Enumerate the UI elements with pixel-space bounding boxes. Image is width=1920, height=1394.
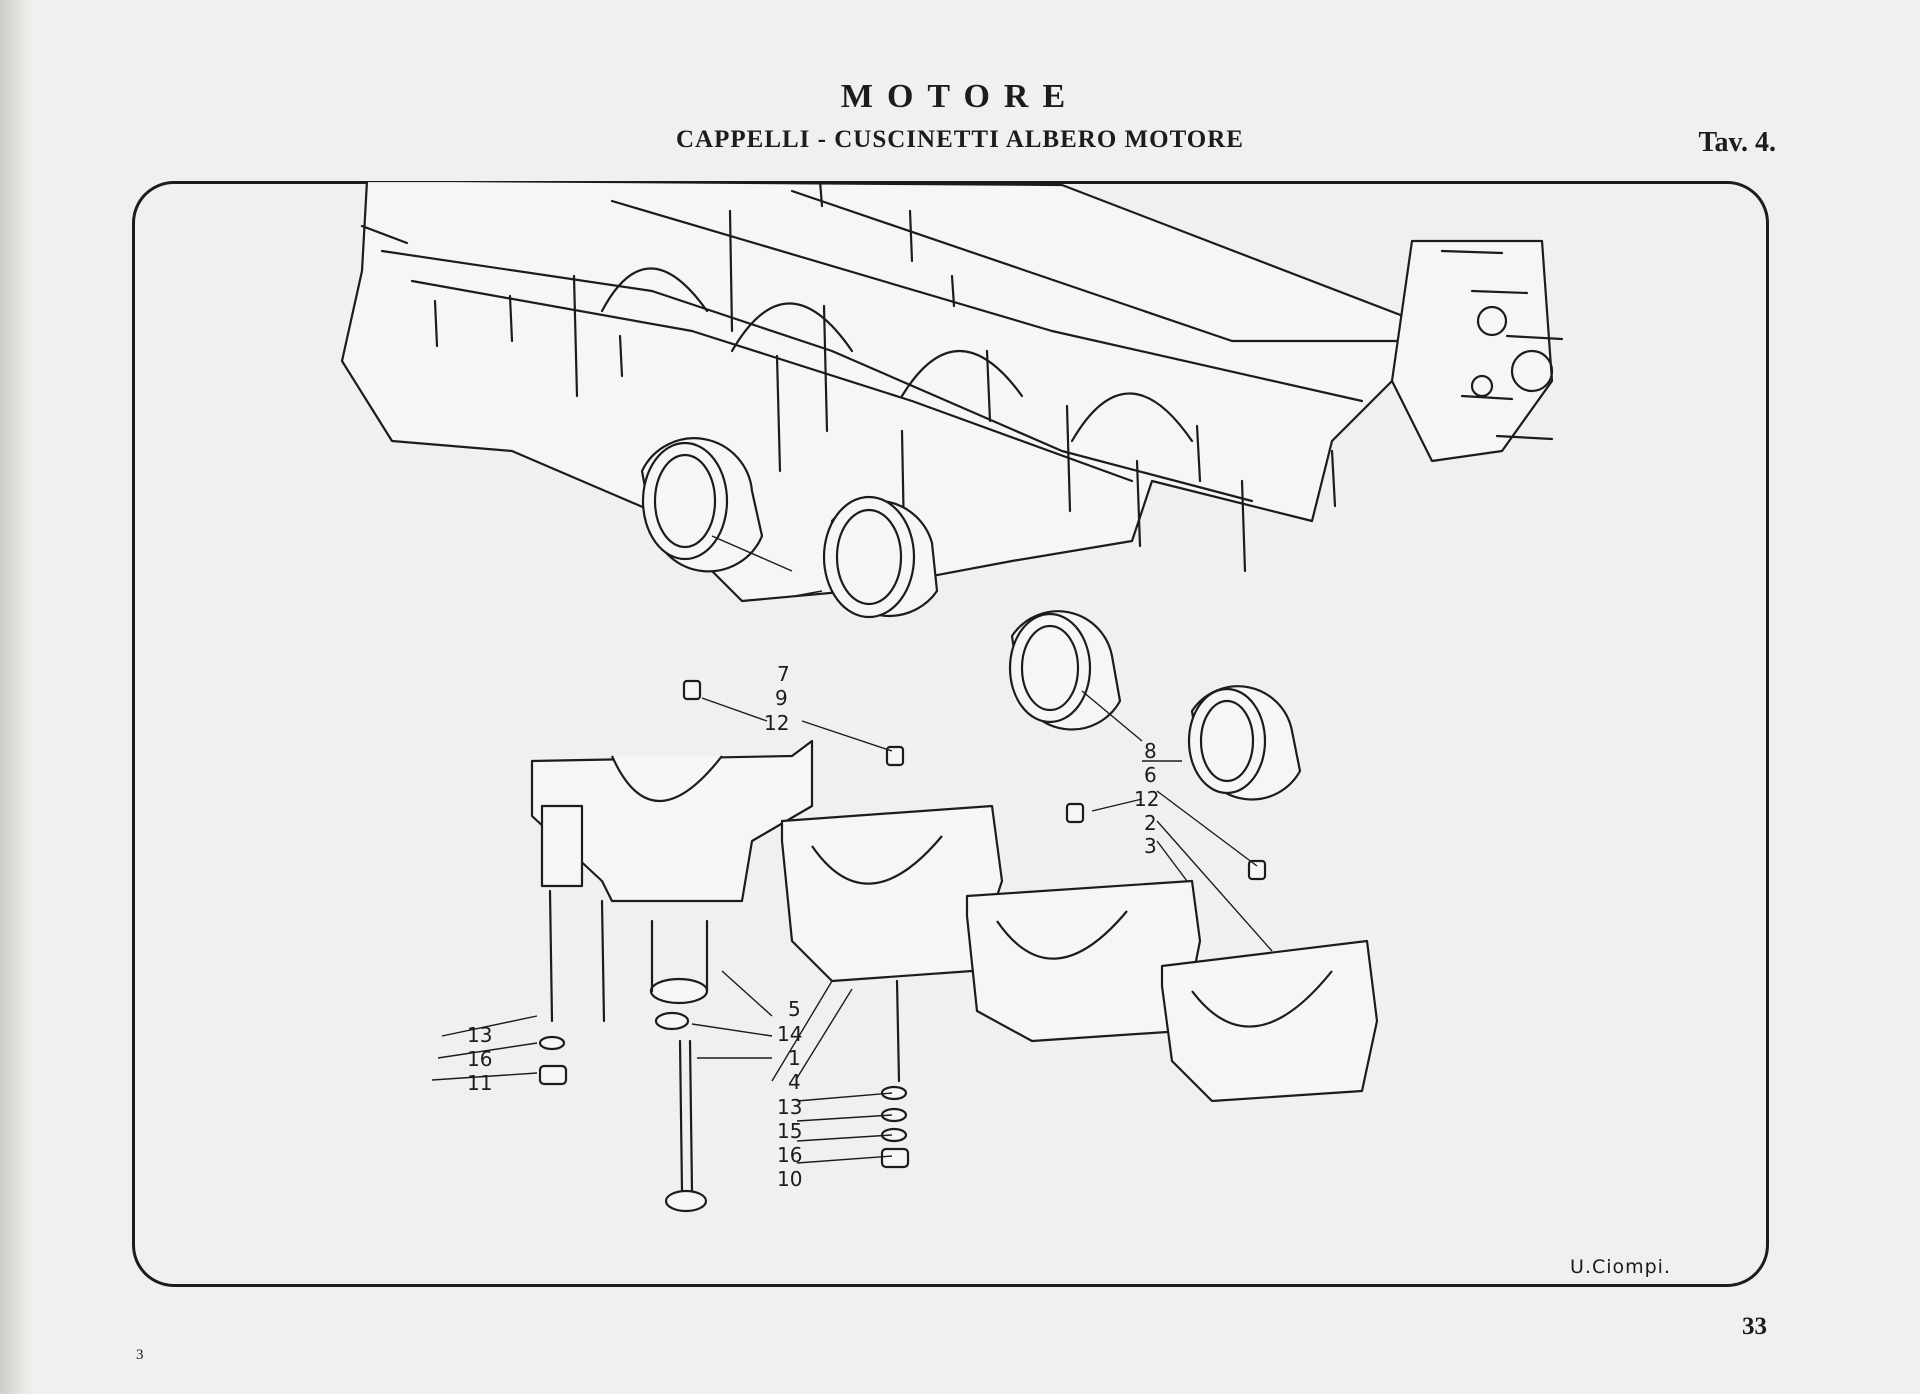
page-subtitle: CAPPELLI - CUSCINETTI ALBERO MOTORE <box>676 126 1244 153</box>
page-number: 33 <box>1742 1313 1767 1340</box>
callout-9: 9 <box>775 686 788 710</box>
illustration-frame <box>132 181 1769 1287</box>
bearing-shell-7 <box>640 437 764 573</box>
callout-6: 6 <box>1144 763 1157 787</box>
nut <box>880 1147 910 1169</box>
callout-13: 13 <box>777 1095 802 1119</box>
bearing-cap-rear <box>1160 939 1379 1103</box>
callout-16: 16 <box>467 1047 492 1071</box>
leader-lines <box>431 535 1273 1164</box>
bearing-cap-2 <box>780 804 1004 983</box>
callout-7: 7 <box>777 662 790 686</box>
plate-number: Tav. 4. <box>1698 127 1776 158</box>
bearing-shell-6 <box>1187 685 1302 801</box>
callout-2: 2 <box>1144 811 1157 835</box>
callout-4: 4 <box>788 1070 801 1094</box>
callout-labels: 7 9 12 8 6 12 2 3 13 16 11 5 14 1 4 13 1… <box>467 662 1159 1191</box>
binding-gutter <box>0 0 34 1394</box>
callout-10: 10 <box>777 1167 802 1191</box>
callout-13: 13 <box>467 1023 492 1047</box>
callout-5: 5 <box>788 997 801 1021</box>
bearing-shell-8 <box>1008 610 1122 731</box>
long-bolt <box>664 1039 708 1213</box>
washer <box>880 1085 908 1101</box>
dowel-bush <box>885 745 905 767</box>
callout-15: 15 <box>777 1119 802 1143</box>
callout-12: 12 <box>764 711 789 735</box>
exploded-diagram: 7 9 12 8 6 12 2 3 13 16 11 5 14 1 4 13 1… <box>132 179 1769 1287</box>
callout-14: 14 <box>777 1022 802 1046</box>
lock-washer <box>538 1035 566 1051</box>
bearing-shell-9 <box>822 495 939 619</box>
callout-16: 16 <box>777 1143 802 1167</box>
artist-signature: U.Ciompi. <box>1570 1256 1672 1278</box>
callout-3: 3 <box>1144 834 1157 858</box>
callout-1: 1 <box>788 1046 801 1070</box>
signature-mark: 3 <box>136 1347 144 1363</box>
crankcase-block <box>340 179 1564 603</box>
dowel-bush <box>1247 859 1267 881</box>
callout-11: 11 <box>467 1071 492 1095</box>
nut <box>538 1064 568 1086</box>
washer <box>654 1011 690 1031</box>
page-title: MOTORE <box>840 78 1080 115</box>
bearing-cap-front <box>530 739 814 1005</box>
callout-12: 12 <box>1134 787 1159 811</box>
dowel-bush <box>1065 802 1085 824</box>
bearing-cap-3 <box>965 879 1202 1043</box>
dowel-bush <box>682 679 702 701</box>
callout-8: 8 <box>1144 739 1157 763</box>
cap-studs <box>548 889 901 1083</box>
